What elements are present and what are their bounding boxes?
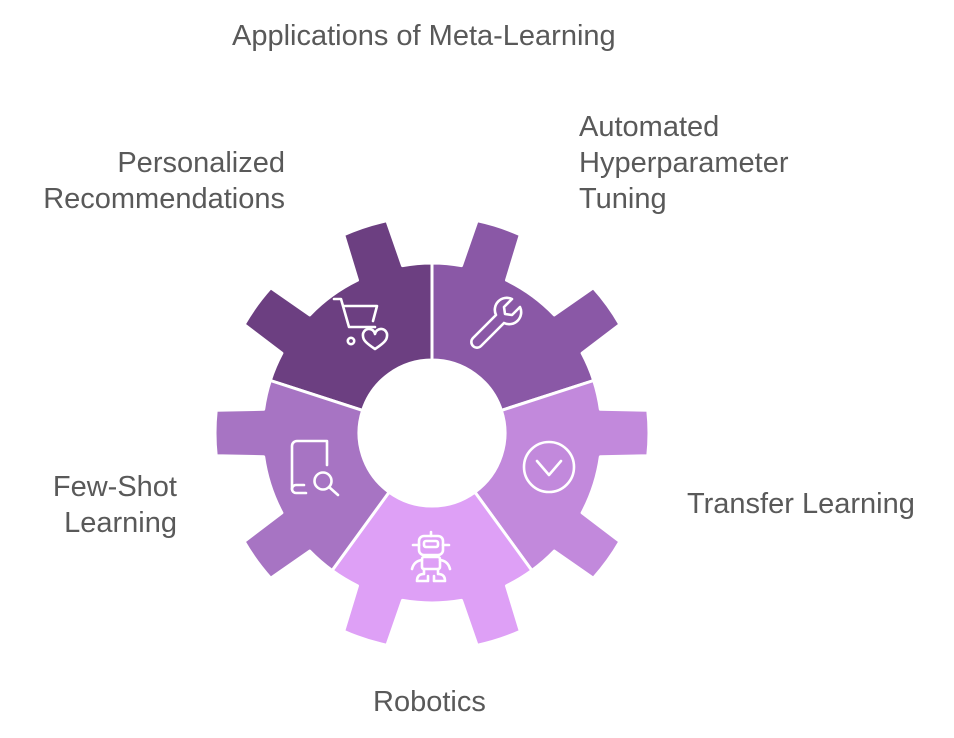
diagram-title: Applications of Meta-Learning [232, 20, 616, 52]
book-search-icon [290, 439, 340, 497]
label-automated-hyperparameter-tuning: Automated Hyperparameter Tuning [579, 111, 789, 215]
gear-hub [359, 360, 505, 506]
robot-icon [410, 530, 452, 583]
cart-heart-icon [332, 297, 389, 351]
label-personalized-recommendations: Personalized Recommendations [43, 147, 285, 215]
label-robotics: Robotics [373, 686, 486, 718]
check-circle-icon [522, 440, 576, 494]
label-transfer-learning: Transfer Learning [687, 488, 915, 520]
wrench-icon [470, 296, 523, 349]
label-few-shot-learning: Few-Shot Learning [52, 471, 177, 539]
